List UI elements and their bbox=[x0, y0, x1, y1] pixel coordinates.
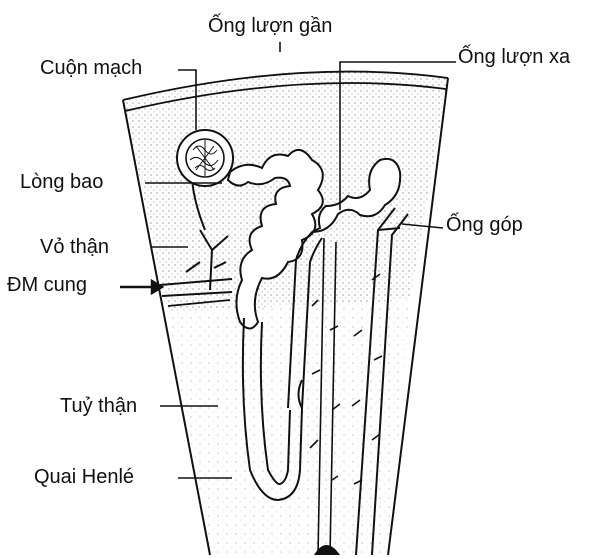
arcuate-artery-arrow bbox=[120, 281, 162, 293]
label-loop-of-henle: Quai Henlé bbox=[34, 467, 134, 487]
label-cortex: Vỏ thận bbox=[40, 237, 109, 257]
label-arcuate-artery: ĐM cung bbox=[7, 275, 87, 295]
label-glomerulus: Cuộn mạch bbox=[40, 58, 142, 78]
label-medulla: Tuỷ thận bbox=[60, 396, 137, 416]
label-proximal-tubule: Ống lượn gần bbox=[208, 16, 332, 36]
label-collecting-duct: Ống góp bbox=[446, 215, 523, 235]
label-distal-tubule: Ống lượn xa bbox=[458, 47, 570, 67]
label-bowman-capsule: Lòng bao bbox=[20, 172, 103, 192]
